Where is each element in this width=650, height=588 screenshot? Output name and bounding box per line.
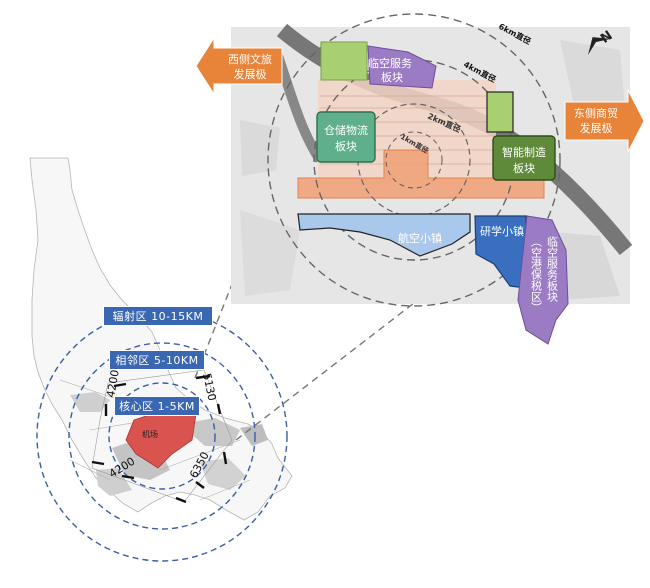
- ring-core: [108, 382, 216, 490]
- road-lines: [59, 379, 251, 501]
- arrow-east-icon: [564, 89, 645, 153]
- block-warehouse-line1: 仓储物流: [324, 123, 368, 137]
- airport-label: 机场: [142, 429, 158, 439]
- urban-area: [70, 392, 110, 412]
- block-aviation-town-label: 航空小镇: [398, 231, 442, 245]
- dimension-top-right: 5130: [200, 372, 219, 402]
- connector-line-bottom: [235, 299, 419, 441]
- regional-map: 机场 4200 5130 4200 6350: [29, 157, 293, 562]
- block-research-town-label: 研学小镇: [480, 224, 524, 238]
- arrow-west: 西侧文旅 发展极: [195, 36, 283, 96]
- arrow-west-icon: [195, 36, 283, 96]
- radius-1km: [385, 131, 443, 189]
- block-smart-mfg-line1: 智能制造: [502, 145, 546, 159]
- arrow-east: 东侧商贸 发展极: [564, 89, 645, 153]
- urban-area: [96, 468, 132, 496]
- block-aviation-town: [297, 213, 471, 257]
- terrain-texture: [240, 120, 280, 176]
- core-terminal-zone: [297, 149, 545, 199]
- ring-label-adjacent: 相邻区 5-10KM: [109, 350, 205, 370]
- ring-label-core: 核心区 1-5KM: [114, 396, 200, 416]
- block-aviation-service-top-line1: 临空服务: [368, 56, 412, 70]
- ring-radiating: [36, 310, 288, 562]
- block-research-town: [474, 215, 527, 289]
- dimension-ticks: [91, 374, 228, 504]
- block-warehouse-logistics: [316, 111, 376, 163]
- block-green-right-top: [486, 91, 514, 133]
- urban-area: [180, 418, 240, 446]
- urban-area: [240, 424, 268, 446]
- arrow-east-line2: 发展极: [580, 121, 613, 135]
- block-smart-mfg-line2: 板块: [513, 161, 535, 175]
- block-smart-manufacturing: [492, 135, 556, 181]
- arrow-west-line1: 西侧文旅: [228, 52, 272, 66]
- block-aviation-service-top-line2: 板块: [381, 70, 403, 84]
- dimension-top-left: 4200: [104, 369, 122, 399]
- ring-adjacent: [68, 342, 256, 530]
- ring-label-radiating: 辐射区 10-15KM: [103, 306, 213, 326]
- block-green-light-top: [320, 41, 368, 81]
- block-bonded-line2: （空港保税区）: [530, 236, 543, 313]
- block-aviation-service-bonded: [517, 215, 569, 345]
- inset-map: 6km直径 4km直径 2km直径 1km直径 N 临空服务 板块 仓储物流 板…: [231, 13, 633, 345]
- arrow-east-line1: 东侧商贸: [574, 106, 618, 120]
- arrow-west-line2: 发展极: [234, 67, 267, 81]
- radius-6km: [267, 13, 561, 307]
- terrain-texture: [240, 210, 300, 296]
- block-warehouse-line2: 板块: [335, 139, 357, 153]
- block-bonded-line1: 临空服务板块: [546, 235, 559, 303]
- block-aviation-service-top: [367, 45, 437, 89]
- north-arrow-icon: [587, 37, 611, 55]
